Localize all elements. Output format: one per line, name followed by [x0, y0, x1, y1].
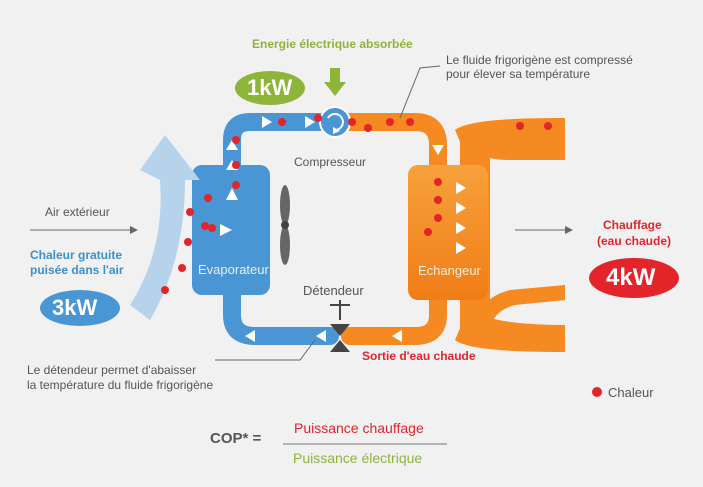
legend-heat-label: Chaleur: [608, 385, 654, 400]
valve-note-line1: Le détendeur permet d'abaisser: [27, 363, 197, 377]
expansion-valve-icon: [330, 300, 350, 352]
hot-water-pipe: [472, 285, 565, 340]
annotation-lines: [30, 65, 573, 361]
exchanger-label: Echangeur: [418, 263, 481, 278]
electric-energy-label: Energie électrique absorbée: [252, 37, 413, 51]
free-heat-label-line1: Chaleur gratuite: [30, 248, 123, 262]
free-heat-label-line2: puisée dans l'air: [30, 263, 124, 277]
refrigerant-loop-top-right: [336, 113, 447, 179]
refrigerant-loop-bottom-right: [341, 291, 447, 345]
free-heat-value-badge: [40, 290, 120, 326]
valve-note-line2: la température du fluide frigorigène: [27, 378, 214, 392]
electric-value: 1kW: [247, 75, 293, 100]
electric-arrow-icon: [324, 68, 346, 96]
heat-dots: [161, 114, 602, 397]
fan-icon: [280, 185, 290, 265]
free-heat-value: 3kW: [52, 295, 98, 320]
outside-air-label: Air extérieur: [45, 205, 110, 219]
expansion-valve-label: Détendeur: [303, 283, 364, 298]
refrigerant-loop-top-left: [223, 113, 339, 189]
electric-value-badge: [235, 71, 305, 105]
heating-label-line1: Chauffage: [603, 218, 662, 232]
air-intake-arrow: [130, 135, 200, 320]
heating-value: 4kW: [606, 264, 656, 291]
flow-arrows: [220, 116, 466, 342]
compressor-label: Compresseur: [294, 155, 367, 169]
heating-label-line2: (eau chaude): [597, 234, 672, 248]
formula-numerator: Puissance chauffage: [294, 420, 424, 436]
exchanger-block: [408, 165, 488, 300]
formula-denominator: Puissance électrique: [293, 450, 423, 466]
evaporator-label: Evaporateur: [198, 262, 269, 277]
compressor-note-line2: pour élever sa température: [446, 67, 591, 81]
hot-water-out-label: Sortie d'eau chaude: [362, 349, 476, 363]
formula-lhs: COP* =: [210, 430, 262, 447]
heating-value-badge: [589, 258, 679, 298]
compressor-note-line1: Le fluide frigorigène est compressé: [446, 53, 633, 67]
